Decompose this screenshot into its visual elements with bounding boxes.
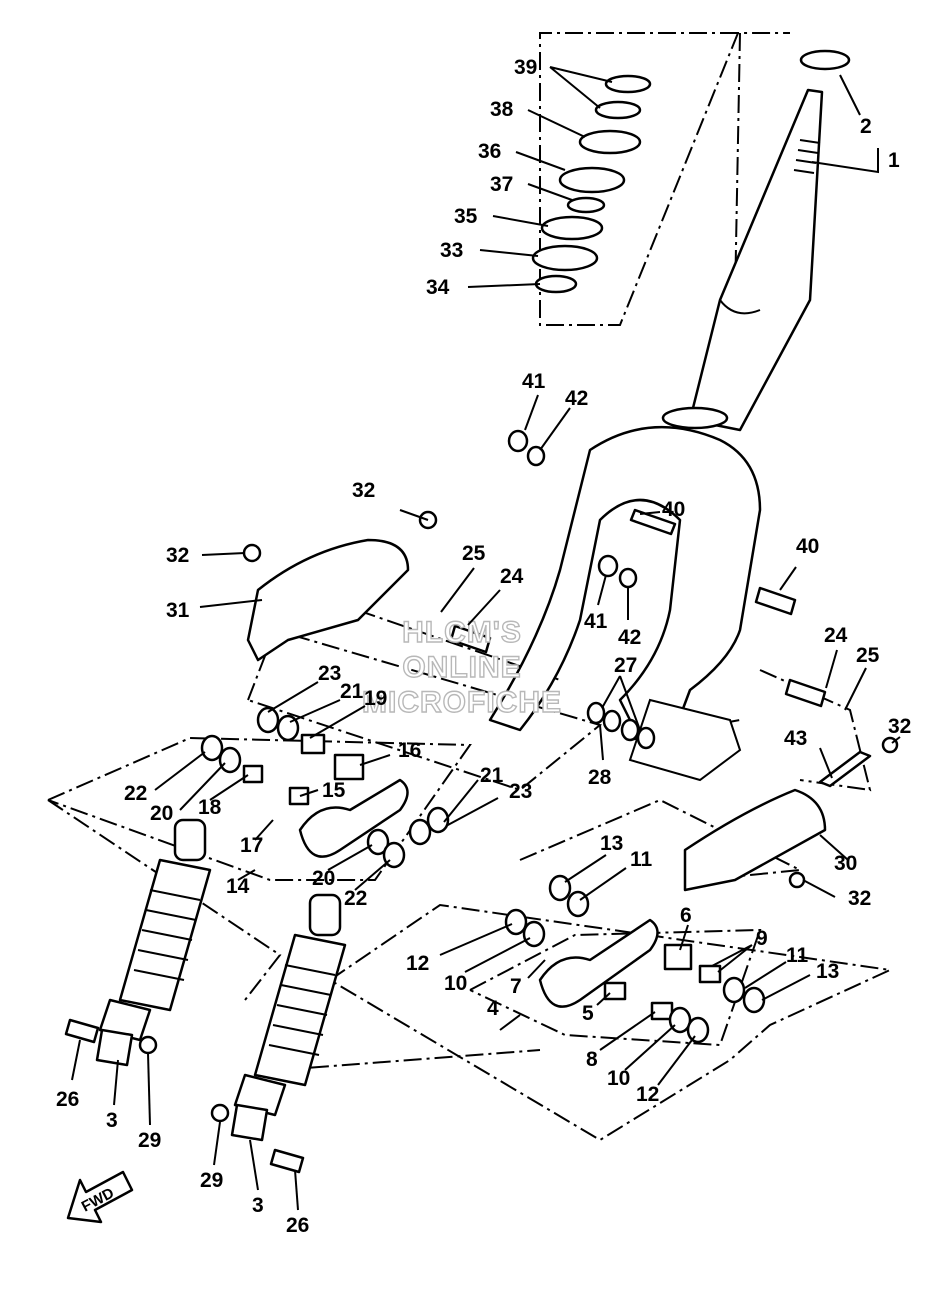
- watermark-line-2: ONLINE: [402, 651, 521, 684]
- callout-25b: 25: [856, 644, 880, 667]
- hardware-small-parts: [64, 429, 899, 1174]
- watermark-line-3: MICROFICHE: [362, 686, 562, 719]
- callout-14: 14: [226, 875, 250, 898]
- watermark-line-1: HLCM'S: [402, 616, 522, 649]
- callout-41a: 41: [522, 370, 546, 393]
- callout-31: 31: [166, 599, 190, 622]
- callout-11b: 11: [786, 944, 809, 967]
- cover-parts: [246, 538, 827, 892]
- callout-17: 17: [240, 834, 263, 857]
- callout-43: 43: [784, 727, 807, 750]
- callout-28: 28: [588, 766, 612, 789]
- callout-3b: 3: [252, 1194, 264, 1217]
- callout-30: 30: [834, 852, 857, 875]
- callout-23a: 23: [318, 662, 341, 685]
- bearing-race-stack: [531, 74, 652, 294]
- callout-1: 1: [888, 149, 900, 172]
- callout-4: 4: [487, 997, 499, 1020]
- shock-absorber-left: [95, 818, 212, 1067]
- callout-42a: 42: [565, 387, 588, 410]
- callout-10a: 10: [444, 972, 467, 995]
- callout-42b: 42: [618, 626, 641, 649]
- callout-38: 38: [490, 98, 514, 121]
- callout-32a: 32: [352, 479, 375, 502]
- callout-10b: 10: [607, 1067, 630, 1090]
- callout-21b: 21: [480, 764, 504, 787]
- callout-5: 5: [582, 1002, 594, 1025]
- callout-20a: 20: [150, 802, 173, 825]
- callout-29b: 29: [200, 1169, 223, 1192]
- link-arms: [298, 778, 659, 1008]
- callout-26a: 26: [56, 1088, 79, 1111]
- callout-13b: 13: [816, 960, 839, 983]
- callout-32c: 32: [888, 715, 911, 738]
- callout-29a: 29: [138, 1129, 161, 1152]
- callout-21a: 21: [340, 680, 364, 703]
- callout-25a: 25: [462, 542, 486, 565]
- callout-26b: 26: [286, 1214, 309, 1237]
- callout-12a: 12: [406, 952, 429, 975]
- callout-35: 35: [454, 205, 478, 228]
- callout-39: 39: [514, 56, 537, 79]
- callout-15: 15: [322, 779, 346, 802]
- callout-16: 16: [398, 739, 421, 762]
- callout-18: 18: [198, 796, 222, 819]
- callout-leader-lines: [71, 66, 901, 1211]
- callout-numbers: 1 2 3 3 4 5 6 7 8 9 10 10 11 11 12 12 13…: [56, 56, 911, 1237]
- callout-20b: 20: [312, 867, 335, 890]
- callout-34: 34: [426, 276, 450, 299]
- callout-40a: 40: [662, 498, 685, 521]
- watermark: HLCM'S ONLINE MICROFICHE: [361, 615, 562, 719]
- callout-41b: 41: [584, 610, 608, 633]
- callout-33: 33: [440, 239, 463, 262]
- forward-direction-arrow: FWD: [66, 1170, 134, 1224]
- callout-13a: 13: [600, 832, 623, 855]
- shock-absorber-right: [230, 893, 347, 1142]
- callout-12b: 12: [636, 1083, 659, 1106]
- steering-shaft-assembly: [488, 49, 851, 782]
- callout-37: 37: [490, 173, 513, 196]
- callout-23b: 23: [509, 780, 532, 803]
- callout-22a: 22: [124, 782, 147, 805]
- callout-22b: 22: [344, 887, 367, 910]
- callout-19: 19: [364, 687, 387, 710]
- callout-24b: 24: [824, 624, 848, 647]
- callout-11a: 11: [630, 848, 653, 871]
- callout-32b: 32: [166, 544, 189, 567]
- callout-3a: 3: [106, 1109, 118, 1132]
- callout-27: 27: [614, 654, 637, 677]
- callout-2: 2: [860, 115, 872, 138]
- callout-7: 7: [510, 975, 522, 998]
- callout-6: 6: [680, 904, 692, 927]
- callout-32d: 32: [848, 887, 871, 910]
- callout-40b: 40: [796, 535, 819, 558]
- callout-8: 8: [586, 1048, 598, 1071]
- callout-9: 9: [756, 927, 768, 950]
- callout-36: 36: [478, 140, 501, 163]
- callout-24a: 24: [500, 565, 524, 588]
